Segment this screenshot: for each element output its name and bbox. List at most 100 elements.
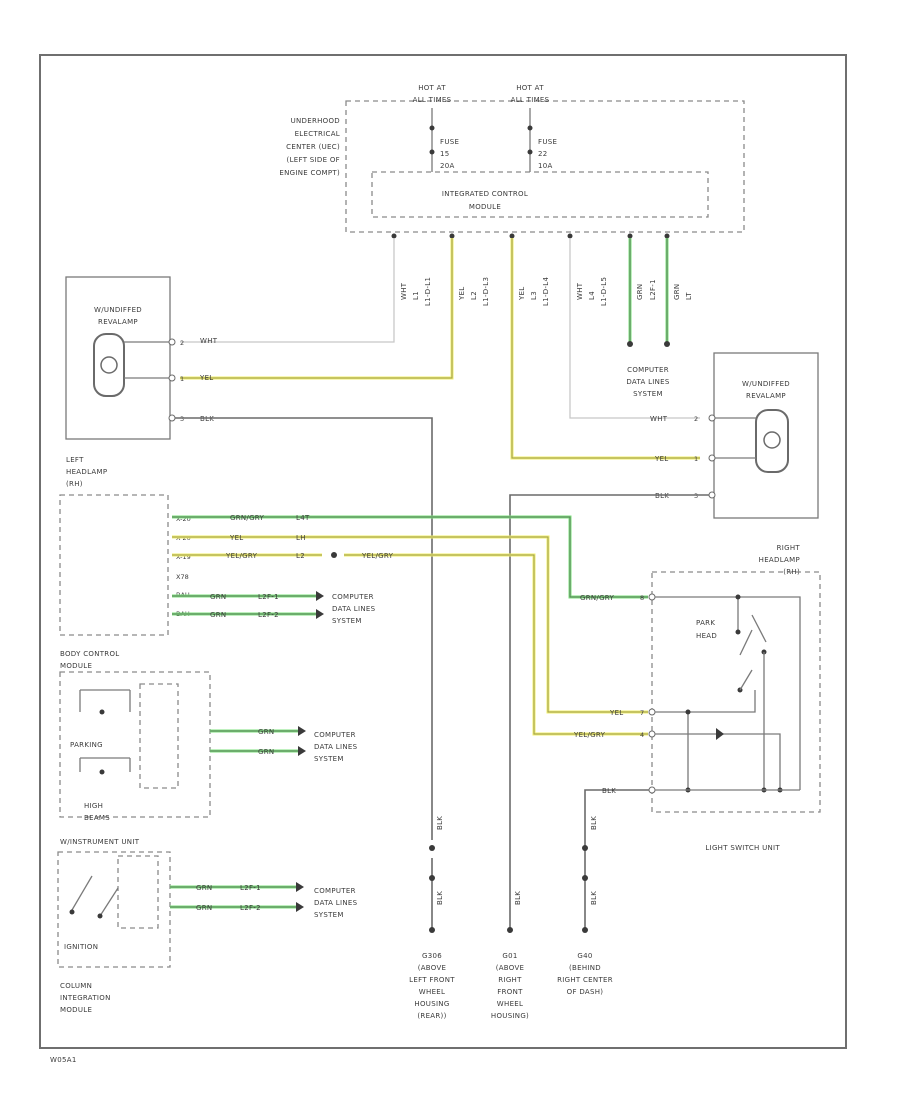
ls-pin-4: 4 xyxy=(640,731,644,739)
lb-wht: WHT xyxy=(200,337,218,345)
svg-text:X-19: X-19 xyxy=(176,553,191,561)
right-backup-lamp: W/UNDIFFED REVALAMP 2 1 3 WHT YEL BLK xyxy=(650,352,819,519)
grn-col-1-lbl: GRN xyxy=(196,884,212,892)
cdl-col-3: SYSTEM xyxy=(314,911,344,919)
rb-yel: YEL xyxy=(654,455,669,463)
lb-pin-3: 3 xyxy=(180,415,184,423)
left-backup-label-1: W/UNDIFFED xyxy=(94,306,142,314)
l2f1-lh-lbl: L2F-1 xyxy=(258,593,279,601)
rb-wht: WHT xyxy=(650,415,668,423)
rb-blk: BLK xyxy=(655,492,669,500)
svg-text:(ABOVE: (ABOVE xyxy=(418,964,447,972)
vlabel-grn2: GRN xyxy=(673,284,681,300)
fuse1-l1: FUSE xyxy=(440,138,459,146)
hot-label-1b: ALL TIMES xyxy=(413,96,452,104)
bcm-label-1: BODY CONTROL xyxy=(60,650,119,658)
ls-pin-7: 7 xyxy=(640,709,644,717)
uec-module: UNDERHOOD ELECTRICAL CENTER (UEC) (LEFT … xyxy=(279,84,745,233)
vlabel-lt: LT xyxy=(685,292,693,300)
column-label-2: INTEGRATION xyxy=(60,994,111,1002)
svg-text:WHEEL: WHEEL xyxy=(419,988,445,996)
grn-lh-2-lbl: GRN xyxy=(210,611,226,619)
cdl-col-2: DATA LINES xyxy=(314,899,358,907)
left-backup-label-2: REVALAMP xyxy=(98,318,138,326)
column-label-1: COLUMN xyxy=(60,982,92,990)
head-label: HEAD xyxy=(696,632,717,640)
l2f2-col-lbl: L2F-2 xyxy=(240,904,261,912)
yel-gry-lbl-b: YEL/GRY xyxy=(361,552,394,560)
grn-col-2-lbl: GRN xyxy=(196,904,212,912)
cdl-bcm-2: DATA LINES xyxy=(314,743,358,751)
blk-ls-lbl: BLK xyxy=(602,787,616,795)
left-headlamp: LEFT HEADLAMP (RH) X-20 X-20 X-19 X78 BA… xyxy=(59,456,191,636)
grn-lh-1-lbl: GRN xyxy=(210,593,226,601)
icm-label-2: MODULE xyxy=(469,203,501,211)
svg-text:(ABOVE: (ABOVE xyxy=(496,964,525,972)
cdl-top: COMPUTER DATA LINES SYSTEM xyxy=(626,366,669,398)
left-headlamp-label-1: LEFT xyxy=(66,456,84,464)
ground-g01: G01 (ABOVE RIGHT FRONT WHEEL HOUSING) xyxy=(491,952,529,1020)
rb-pin-1: 1 xyxy=(694,455,698,463)
wire-wht-left xyxy=(180,238,395,343)
vlabel-l2: L2 xyxy=(470,291,478,300)
cdl-lh-1: COMPUTER xyxy=(332,593,374,601)
light-switch-unit: RIGHT HEADLAMP (RH) 8 7 4 PARK HEAD LIGH… xyxy=(640,544,821,852)
left-headlamp-label-3: (RH) xyxy=(66,480,83,488)
body-control-module: BODY CONTROL MODULE PARKING HIGH BEAMS xyxy=(59,650,211,822)
svg-text:X-20: X-20 xyxy=(176,515,191,523)
wire-yel-left xyxy=(180,238,454,380)
hot-label-2a: HOT AT xyxy=(516,84,544,92)
vlabel-sub1: L1-D-L1 xyxy=(424,277,432,306)
wire-blk-right xyxy=(509,494,709,930)
fuse1-l2: 15 xyxy=(440,150,450,158)
hot-label-1a: HOT AT xyxy=(418,84,446,92)
svg-text:G01: G01 xyxy=(502,952,517,960)
svg-text:G40: G40 xyxy=(577,952,592,960)
vlabel-l1: L1 xyxy=(412,291,420,300)
uec-label-3: CENTER (UEC) xyxy=(286,143,340,151)
lb-yel: YEL xyxy=(199,374,214,382)
yel-gry-lbl: YEL/GRY xyxy=(225,552,258,560)
fuse1-l3: 20A xyxy=(440,162,455,170)
instrument-label: W/INSTRUMENT UNIT xyxy=(60,838,140,846)
wire-yel-lh xyxy=(172,535,648,714)
wire-yel-gry xyxy=(344,553,648,736)
grn-gry-lbl: GRN/GRY xyxy=(230,514,265,522)
cdl-top-1: COMPUTER xyxy=(627,366,669,374)
vlabel-wht2: WHT xyxy=(576,282,584,300)
parking-label: PARKING xyxy=(70,741,103,749)
right-backup-label-1: W/UNDIFFED xyxy=(742,380,790,388)
svg-text:RIGHT CENTER: RIGHT CENTER xyxy=(557,976,613,984)
blk-left-lbl2: BLK xyxy=(436,891,444,905)
left-headlamp-label-2: HEADLAMP xyxy=(66,468,107,476)
vlabel-l2f: L2F-1 xyxy=(649,279,657,300)
svg-text:OF DASH): OF DASH) xyxy=(567,988,604,996)
vlabel-sub4: L1-D-L5 xyxy=(600,277,608,306)
yel-lh-lbl-2: YEL xyxy=(609,709,624,717)
wire-wht-right xyxy=(569,238,700,419)
cdl-lh-3: SYSTEM xyxy=(332,617,362,625)
svg-text:(REAR)): (REAR)) xyxy=(417,1012,446,1020)
wire-yel-right xyxy=(510,238,700,460)
ground-g306: G306 (ABOVE LEFT FRONT WHEEL HOUSING (RE… xyxy=(409,952,455,1020)
wire-blk-ls xyxy=(584,789,649,930)
uec-label-5: ENGINE COMPT) xyxy=(279,169,340,177)
l2f2-lh-lbl: L2F-2 xyxy=(258,611,279,619)
lb-pin-1: 1 xyxy=(180,375,184,383)
vlabel-yel2: YEL xyxy=(518,287,526,302)
right-headlamp-label-1: RIGHT xyxy=(777,544,801,552)
lb-pin-2: 2 xyxy=(180,339,184,347)
park-label: PARK xyxy=(696,619,715,627)
uec-pins xyxy=(391,233,670,239)
icm-label-1: INTEGRATED CONTROL xyxy=(442,190,528,198)
fuse2-l3: 10A xyxy=(538,162,553,170)
l2f1-col-lbl: L2F-1 xyxy=(240,884,261,892)
blk-left-lbl: BLK xyxy=(436,816,444,830)
lh-lbl: LH xyxy=(296,534,306,542)
ignition-label: IGNITION xyxy=(64,943,98,951)
column-module: W/INSTRUMENT UNIT IGNITION COLUMN INTEGR… xyxy=(57,838,171,1014)
vertical-wire-labels: WHT L1 L1-D-L1 YEL L2 L1-D-L3 YEL L3 L1-… xyxy=(400,277,693,306)
cdl-top-3: SYSTEM xyxy=(633,390,663,398)
bcm-label-2: MODULE xyxy=(60,662,92,670)
grn-bcm-1-lbl: GRN xyxy=(258,728,274,736)
